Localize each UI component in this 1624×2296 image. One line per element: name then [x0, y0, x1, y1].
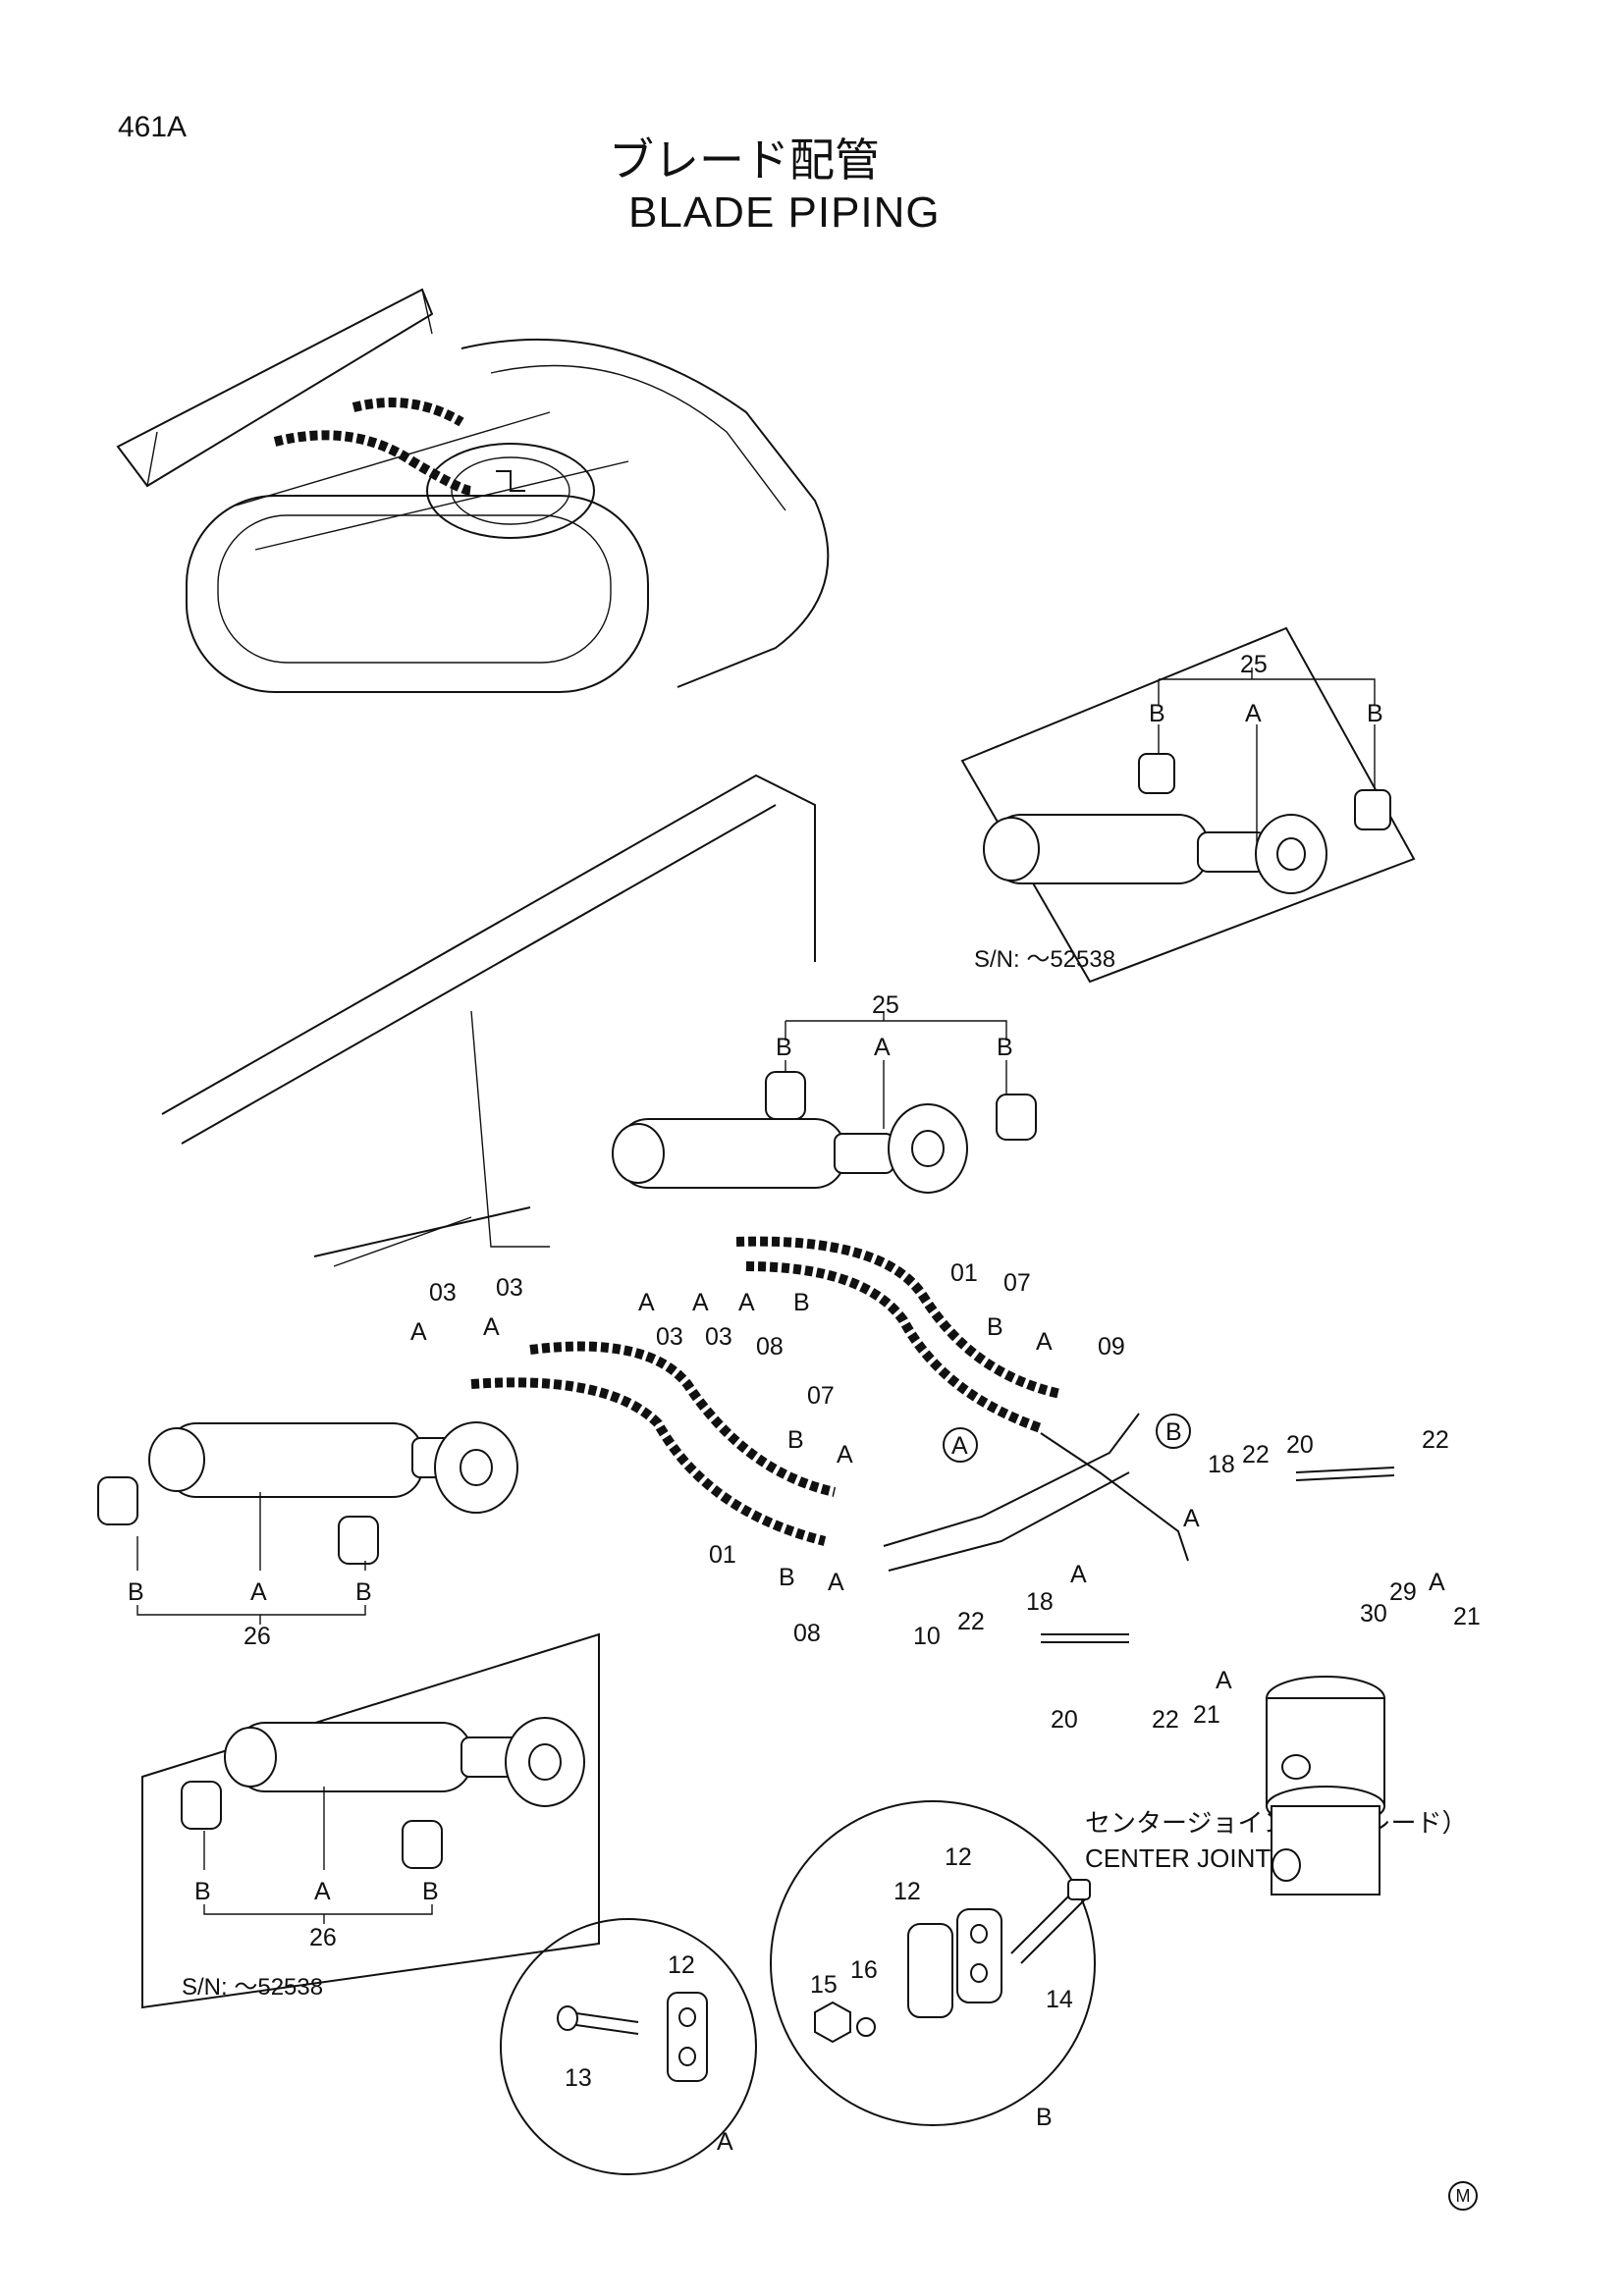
- label-22-upper: 22: [1242, 1441, 1270, 1468]
- label-20-upper: 20: [1286, 1431, 1314, 1459]
- label-a-left1: A: [410, 1318, 427, 1346]
- label-b-inset-bottom-left: B: [194, 1878, 211, 1905]
- label-a-inset-bottom: A: [314, 1878, 331, 1905]
- label-03-upper-b: 03: [705, 1323, 732, 1351]
- label-10: 10: [913, 1623, 941, 1650]
- label-a-07-mid: A: [837, 1441, 853, 1468]
- callout-b-label: B: [1165, 1418, 1182, 1446]
- label-a-inset: A: [1245, 700, 1262, 727]
- label-03-left-a: 03: [429, 1279, 457, 1307]
- label-08-upper: 08: [756, 1333, 784, 1361]
- label-b-inset-right: B: [1367, 700, 1383, 727]
- label-a-08-lower: A: [828, 1569, 844, 1596]
- label-a-21-right: A: [1429, 1569, 1445, 1596]
- label-25-inset: 25: [1240, 651, 1268, 678]
- label-12-detail-b2: 12: [945, 1843, 972, 1871]
- label-b-07-upper: B: [987, 1313, 1003, 1341]
- callout-a: [943, 1427, 978, 1463]
- label-21-lower: 21: [1193, 1701, 1220, 1729]
- label-18-lower: 18: [1026, 1588, 1054, 1616]
- label-a-upper: A: [874, 1034, 891, 1061]
- title-english: BLADE PIPING: [628, 188, 941, 237]
- inset-cylinder-top: [960, 626, 1416, 984]
- label-a-07-upper: A: [1036, 1328, 1053, 1356]
- label-a-21-lower: A: [1216, 1667, 1232, 1694]
- serial-note-top: S/N: ～52538: [974, 946, 1116, 973]
- label-b-07-mid: B: [787, 1426, 804, 1454]
- blade-and-upper-cylinder: [161, 774, 1037, 1267]
- label-a-18-upper: A: [1183, 1505, 1200, 1532]
- label-a-26: A: [250, 1578, 267, 1606]
- title-japanese: ブレード配管: [609, 133, 880, 187]
- label-b-08-lower: B: [779, 1564, 795, 1591]
- label-07-upper: 07: [1003, 1269, 1031, 1297]
- label-18-upper: 18: [1208, 1451, 1235, 1478]
- label-09: 09: [1098, 1333, 1125, 1361]
- page-number: 461A: [118, 111, 188, 143]
- label-29: 29: [1389, 1578, 1417, 1606]
- label-20-lower: 20: [1051, 1706, 1078, 1734]
- label-b-cluster: B: [793, 1289, 810, 1316]
- label-21-right: 21: [1453, 1603, 1481, 1630]
- label-16: 16: [850, 1956, 878, 1984]
- label-22-lower-left: 22: [957, 1608, 985, 1635]
- undercarriage-overview: [116, 288, 830, 693]
- label-22-lower: 22: [1152, 1706, 1179, 1734]
- label-22-right: 22: [1422, 1426, 1449, 1454]
- label-a-cluster3: A: [738, 1289, 755, 1316]
- label-14: 14: [1046, 1986, 1073, 2013]
- detail-circle-a: [500, 1918, 757, 2175]
- inset-cylinder-bottom: [141, 1632, 600, 2009]
- label-a-cluster1: A: [638, 1289, 655, 1316]
- label-25-upper: 25: [872, 991, 899, 1019]
- callout-b: [1156, 1414, 1191, 1449]
- label-07-middle: 07: [807, 1382, 835, 1410]
- serial-note-bottom: S/N: ～52538: [182, 1974, 324, 2001]
- label-12-detail-a: 12: [668, 1951, 695, 1979]
- label-b-upper-right: B: [997, 1034, 1013, 1061]
- label-26-inset: 26: [309, 1924, 337, 1951]
- label-b-26-left: B: [128, 1578, 144, 1606]
- label-08-lower: 08: [793, 1620, 821, 1647]
- center-joint: [1266, 1676, 1385, 1896]
- left-blade-cylinder: [97, 1421, 518, 1625]
- label-b-26-right: B: [355, 1578, 372, 1606]
- label-03-left-b: 03: [496, 1274, 523, 1302]
- label-b-upper-left: B: [776, 1034, 792, 1061]
- label-b-inset-left: B: [1149, 700, 1165, 727]
- m-mark-icon: M: [1448, 2181, 1478, 2211]
- label-30: 30: [1360, 1600, 1387, 1628]
- label-01-middle: 01: [709, 1541, 736, 1569]
- label-a-left2: A: [483, 1313, 500, 1341]
- label-a-18-lower: A: [1070, 1561, 1087, 1588]
- label-01-upper: 01: [950, 1259, 978, 1287]
- callout-a-label: A: [951, 1432, 968, 1460]
- label-26-left: 26: [244, 1623, 271, 1650]
- label-a-cluster2: A: [692, 1289, 709, 1316]
- part-labels: 25 B A B 25 B A B A A A B 03 03 08 01 07…: [128, 651, 1481, 2156]
- label-03-upper-a: 03: [656, 1323, 683, 1351]
- label-13: 13: [565, 2064, 592, 2092]
- hose-assemblies: [470, 1236, 1395, 1643]
- label-b-detail: B: [1036, 2104, 1053, 2131]
- label-b-inset-bottom-right: B: [422, 1878, 439, 1905]
- label-a-detail: A: [717, 2128, 733, 2156]
- label-12-detail-b1: 12: [893, 1878, 921, 1905]
- detail-circle-b: [770, 1800, 1096, 2126]
- label-15: 15: [810, 1971, 838, 1999]
